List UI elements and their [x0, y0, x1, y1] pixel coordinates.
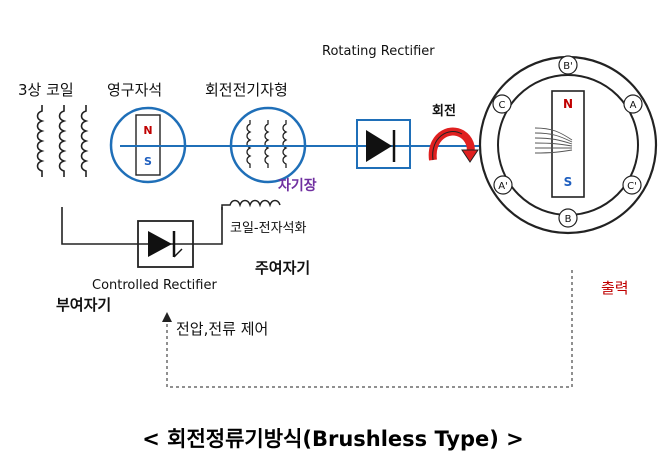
rotating-rectifier-label: Rotating Rectifier	[322, 44, 435, 59]
output-label: 출력	[601, 279, 629, 297]
magnet-south-label: S	[144, 155, 152, 168]
voltage-current-control-label: 전압,전류 제어	[176, 320, 268, 338]
sub-exciter-label: 부여자기	[56, 296, 111, 314]
field-coil-icon	[221, 199, 281, 210]
pole-c: C	[499, 100, 506, 111]
exciter-wiring	[61, 207, 223, 245]
generator-north-label: N	[563, 97, 573, 111]
magnet-north-label: N	[143, 124, 152, 137]
generator-icon: N S B' C A A' C' B	[478, 55, 658, 235]
magnetic-field-label: 자기장	[278, 177, 317, 194]
coil-3phase-label: 3상 코일	[18, 81, 74, 99]
rotating-field-label: 회전전기자형	[205, 81, 288, 99]
rotation-arrow-icon	[428, 127, 479, 163]
feedback-arrowhead	[162, 312, 172, 322]
feedback-line	[166, 270, 573, 388]
three-phase-coil-icon	[36, 105, 89, 177]
coil-electromagnet-label: 코일-전자석화	[230, 221, 306, 236]
pole-a-prime: A'	[498, 181, 508, 192]
pole-c-prime: C'	[627, 181, 637, 192]
main-exciter-label: 주여자기	[255, 259, 310, 277]
controlled-rectifier-diode-icon	[137, 220, 194, 268]
controlled-rectifier-label: Controlled Rectifier	[92, 278, 217, 293]
pole-b: B	[565, 214, 572, 225]
generator-south-label: S	[564, 175, 573, 189]
diagram-title: < 회전정류기방식(Brushless Type) >	[142, 427, 524, 451]
pole-a: A	[630, 100, 637, 111]
rotation-label: 회전	[432, 103, 456, 119]
permanent-magnet-label: 영구자석	[107, 81, 162, 99]
pole-b-prime: B'	[563, 61, 573, 72]
rotating-rectifier-diode-icon	[356, 119, 411, 169]
